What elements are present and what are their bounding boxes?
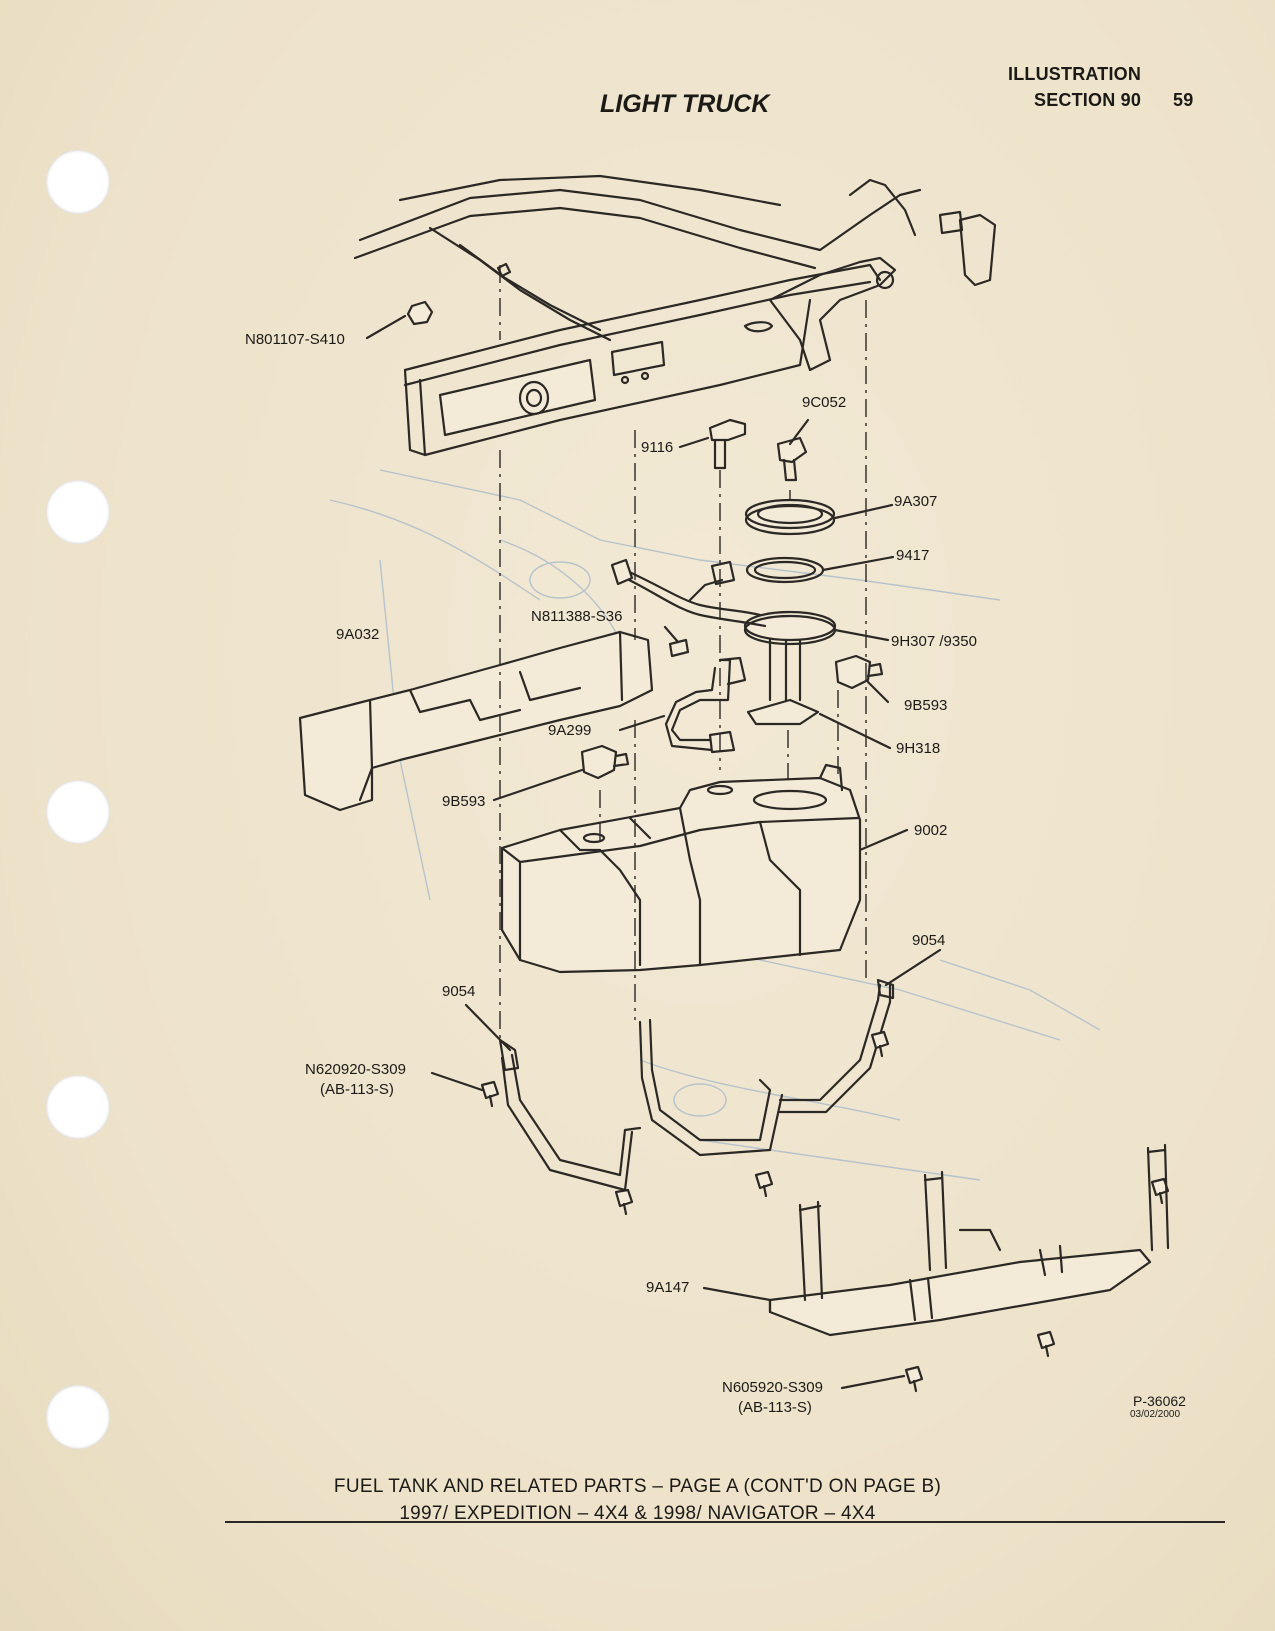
bolts [480, 1030, 1170, 1393]
tank-straps [498, 978, 895, 1192]
fuel-pump-assembly [610, 418, 837, 754]
binder-hole [46, 480, 110, 544]
callout-n811388: N811388-S36 [531, 608, 623, 625]
reference-date: 03/02/2000 [1130, 1409, 1181, 1420]
callout-9a307: 9A307 [894, 493, 938, 510]
callout-9116: 9116 [641, 439, 674, 456]
frame-crossmember [353, 174, 997, 457]
rollover-valve-left [580, 744, 618, 780]
caption-line-1: FUEL TANK AND RELATED PARTS – PAGE A (CO… [333, 1476, 942, 1497]
callout-9a032: 9A032 [336, 626, 380, 643]
callout-9b593-right: 9B593 [904, 697, 948, 714]
callout-n620920: N620920-S309 [305, 1061, 406, 1078]
heat-shield [298, 630, 654, 812]
fuel-tank [500, 763, 862, 974]
callout-9b593-left: 9B593 [442, 793, 486, 810]
binder-hole [46, 150, 110, 214]
callout-9a147: 9A147 [646, 1279, 690, 1296]
binder-hole [46, 780, 110, 844]
bleed-through-ghost [329, 469, 1101, 1181]
reference-number: P-36062 [1133, 1393, 1186, 1409]
callout-n605920: N605920-S309 [722, 1379, 823, 1396]
callout-9a299: 9A299 [548, 722, 592, 739]
callout-9417: 9417 [896, 547, 930, 564]
page-number: 59 [1173, 90, 1194, 110]
illustration-label: ILLUSTRATION [1008, 64, 1142, 84]
caption-line-2: 1997/ EXPEDITION – 4X4 & 1998/ NAVIGATOR… [399, 1503, 876, 1524]
nut-part [406, 300, 434, 326]
callout-9h307: 9H307 /9350 [891, 633, 977, 650]
callout-n620920-sub: (AB-113-S) [320, 1081, 394, 1098]
callout-9h318: 9H318 [896, 740, 941, 757]
page-title: LIGHT TRUCK [600, 90, 770, 118]
leader-lines [365, 314, 942, 1390]
binder-hole [46, 1075, 110, 1139]
section-label: SECTION 90 [1034, 90, 1142, 110]
callout-n605920-sub: (AB-113-S) [738, 1399, 812, 1416]
alignment-lines [499, 265, 867, 1040]
callout-9054-right: 9054 [912, 932, 946, 949]
skid-plate [768, 1143, 1170, 1337]
callout-9054-left: 9054 [442, 983, 476, 1000]
rollover-valve-right [834, 654, 872, 690]
callout-n801107: N801107-S410 [245, 331, 345, 348]
bottom-rule [225, 1521, 1225, 1523]
callout-9c052: 9C052 [802, 394, 847, 411]
callout-9002: 9002 [914, 822, 948, 839]
binder-hole [46, 1385, 110, 1449]
